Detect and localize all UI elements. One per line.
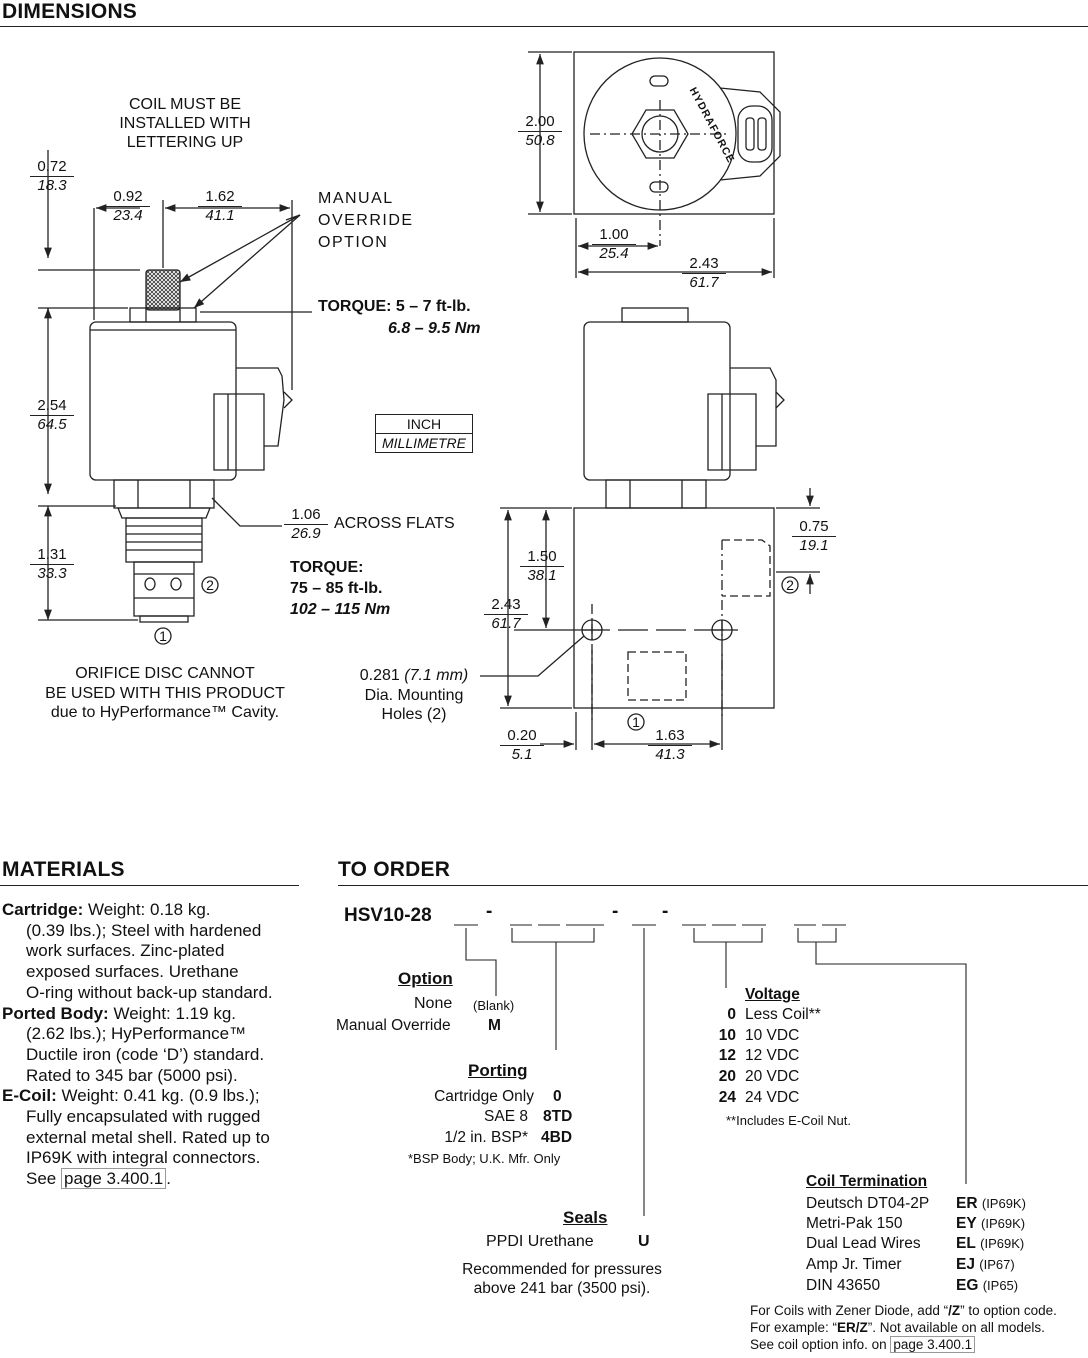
coil-term-title: Coil Termination xyxy=(806,1173,928,1190)
option-mo-code: M xyxy=(488,1017,501,1034)
materials-list: Cartridge: Weight: 0.18 kg. (0.39 lbs.);… xyxy=(2,900,302,1190)
materials-rule xyxy=(0,885,299,886)
porting-1-label: SAE 8 xyxy=(484,1108,528,1125)
coil-term-4-label: DIN 43650 xyxy=(806,1277,881,1294)
seals-title: Seals xyxy=(563,1208,608,1227)
torque-nut-label: TORQUE: 5 – 7 ft-lb. xyxy=(318,298,471,315)
coil-term-3-label: Amp Jr. Timer xyxy=(806,1256,902,1273)
voltage-title: Voltage xyxy=(745,986,800,1003)
porting-note: *BSP Body; U.K. Mfr. Only xyxy=(408,1151,561,1166)
unit-key: INCH MILLIMETRE xyxy=(375,414,473,453)
orifice-note: ORIFICE DISC CANNOT BE USED WITH THIS PR… xyxy=(45,665,285,721)
front-port-2-label: 2 xyxy=(786,577,794,593)
voltage-1-code: 10 xyxy=(718,1027,736,1044)
seals-note: Recommended for pressures above 241 bar … xyxy=(462,1261,662,1297)
coil-term-0-code: ER (IP69K) xyxy=(956,1195,1026,1212)
valve-side-view xyxy=(38,150,312,645)
voltage-4-label: 24 VDC xyxy=(745,1089,800,1106)
mounting-hole-note: 0.281 (7.1 mm) Dia. Mounting Holes (2) xyxy=(359,667,469,723)
torque-body-label: TORQUE: 75 – 85 ft-lb. 102 – 115 Nm xyxy=(290,559,391,618)
dash-2: - xyxy=(612,901,619,922)
material-body: Ported Body: Weight: 1.19 kg. xyxy=(2,1003,236,1023)
option-manual-override: Manual Override xyxy=(336,1017,451,1034)
porting-title: Porting xyxy=(468,1061,528,1080)
coil-term-1-label: Metri-Pak 150 xyxy=(806,1215,903,1232)
option-none: None xyxy=(414,995,453,1012)
voltage-0-label: Less Coil** xyxy=(745,1006,821,1023)
material-coil: E-Coil: Weight: 0.41 kg. (0.9 lbs.); xyxy=(2,1086,260,1106)
option-none-code: (Blank) xyxy=(473,998,515,1013)
front-port-1-label: 1 xyxy=(632,714,640,730)
voltage-1-label: 10 VDC xyxy=(745,1027,800,1044)
valve-front-view xyxy=(480,307,820,750)
coil-term-4-code: EG (IP65) xyxy=(956,1277,1019,1294)
to-order-heading: TO ORDER xyxy=(338,858,451,881)
coil-term-0-label: Deutsch DT04-2P xyxy=(806,1195,930,1212)
page-link-coil-info[interactable]: page 3.400.1 xyxy=(890,1336,976,1353)
dash-3: - xyxy=(662,901,669,922)
coil-term-2-code: EL (IP69K) xyxy=(956,1235,1025,1252)
materials-heading: MATERIALS xyxy=(2,858,125,881)
dimensions-rule xyxy=(0,26,1088,27)
porting-1-code: 8TD xyxy=(543,1108,573,1125)
voltage-3-code: 20 xyxy=(718,1068,736,1085)
porting-0-label: Cartridge Only xyxy=(434,1088,534,1105)
porting-2-label: 1/2 in. BSP* xyxy=(444,1129,528,1146)
voltage-3-label: 20 VDC xyxy=(745,1068,800,1085)
across-flats-label: ACROSS FLATS xyxy=(334,515,455,532)
dash-1: - xyxy=(486,901,493,922)
dimensions-heading: DIMENSIONS xyxy=(2,0,138,23)
manual-override-label: MANUAL OVERRIDE OPTION xyxy=(318,190,414,251)
torque-nut-metric: 6.8 – 9.5 Nm xyxy=(388,320,481,337)
voltage-2-code: 12 xyxy=(718,1047,736,1064)
option-title: Option xyxy=(398,969,453,988)
voltage-2-label: 12 VDC xyxy=(745,1047,800,1064)
porting-2-code: 4BD xyxy=(541,1129,573,1146)
zener-note: For Coils with Zener Diode, add “/Z” to … xyxy=(750,1303,1057,1353)
port-2-label: 2 xyxy=(206,577,214,593)
coil-term-3-code: EJ (IP67) xyxy=(956,1256,1015,1273)
to-order-rule xyxy=(338,885,1088,886)
port-1-label: 1 xyxy=(159,628,167,644)
voltage-note: **Includes E-Coil Nut. xyxy=(726,1113,851,1128)
porting-0-code: 0 xyxy=(553,1088,562,1105)
order-code-lines xyxy=(454,924,967,1216)
voltage-4-code: 24 xyxy=(718,1089,736,1106)
valve-top-view xyxy=(528,51,781,278)
page-link-materials[interactable]: page 3.400.1 xyxy=(60,1168,167,1190)
coil-term-2-label: Dual Lead Wires xyxy=(806,1235,921,1252)
coil-term-1-code: EY (IP69K) xyxy=(956,1215,1026,1232)
seals-code: U xyxy=(638,1233,650,1250)
seals-label: PPDI Urethane xyxy=(486,1233,594,1250)
model-code: HSV10-28 xyxy=(344,905,432,926)
voltage-0-code: 0 xyxy=(727,1006,736,1023)
coil-note: COIL MUST BE INSTALLED WITH LETTERING UP xyxy=(119,96,251,151)
material-cartridge: Cartridge: Weight: 0.18 kg. xyxy=(2,900,211,919)
